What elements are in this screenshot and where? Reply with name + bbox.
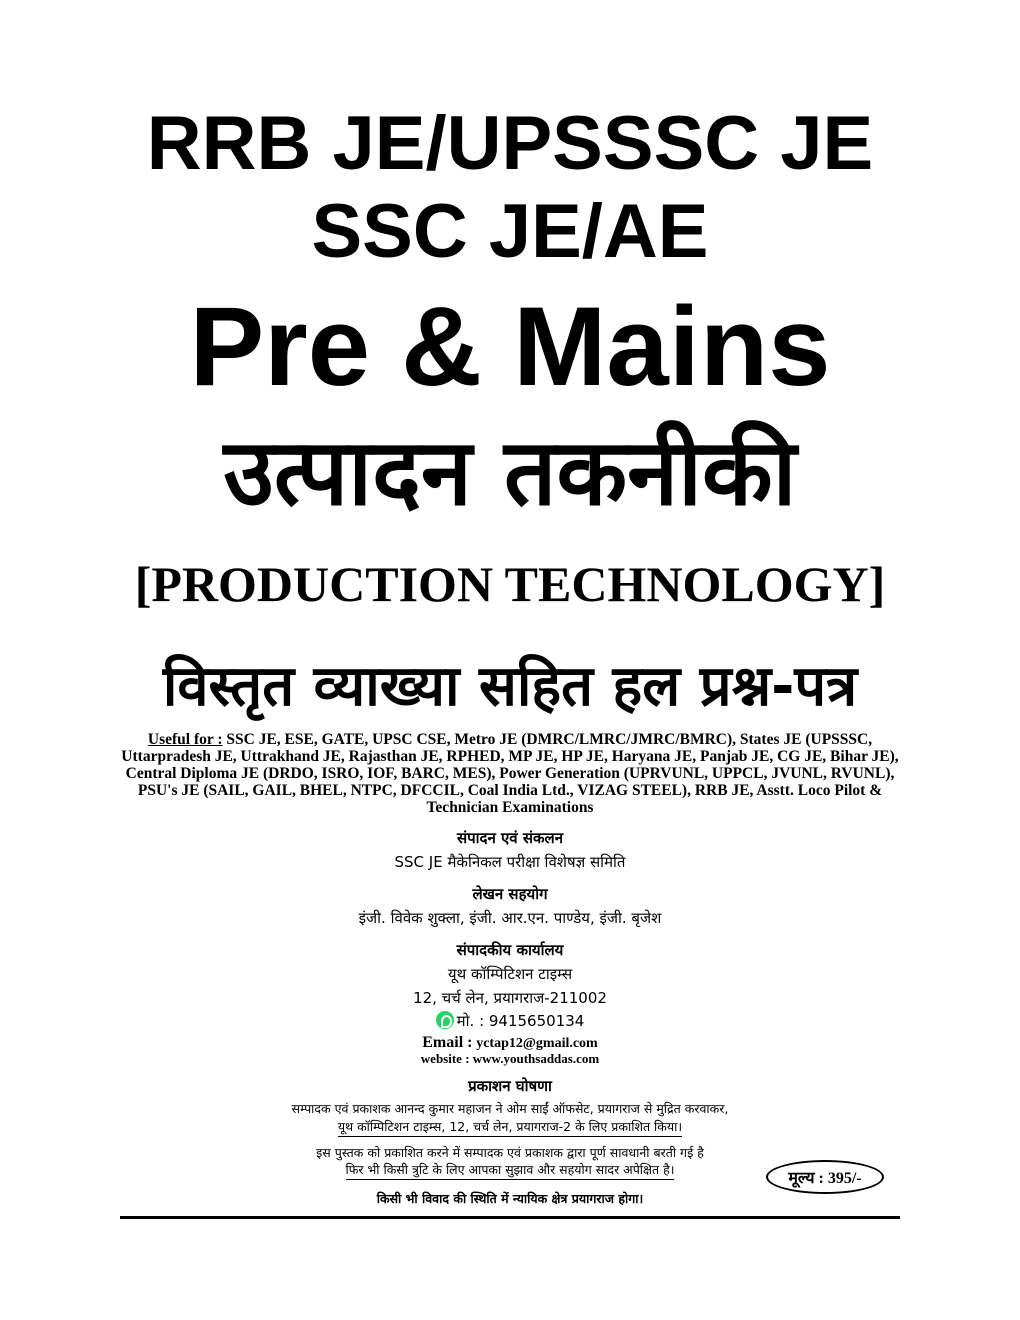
useful-for-paragraph: Useful for : SSC JE, ESE, GATE, UPSC CSE…	[118, 731, 902, 816]
office-name: यूथ कॉम्पिटिशन टाइम्स	[447, 965, 573, 983]
hindi-subject-title: उत्पादन तकनीकी	[223, 419, 797, 526]
publication-line-3: इस पुस्तक को प्रकाशित करने में सम्पादक ए…	[316, 1145, 704, 1160]
office-phone: मो. : 9415650134	[456, 1012, 585, 1030]
bottom-rule	[120, 1216, 900, 1219]
price-badge: मूल्य : 395/-	[766, 1160, 884, 1194]
english-subject-title: [PRODUCTION TECHNOLOGY]	[134, 556, 886, 612]
publication-line-4: फिर भी किसी त्रुटि के लिए आपका सुझाव और …	[345, 1161, 675, 1180]
exam-title-line-2: SSC JE/AE	[311, 189, 709, 274]
publication-line-2: यूथ कॉम्पिटिशन टाइम्स, 12, चर्च लेन, प्र…	[337, 1118, 683, 1137]
useful-for-label: Useful for :	[147, 731, 223, 748]
office-website: website : www.youthsaddas.com	[420, 1051, 600, 1066]
pre-mains-title: Pre & Mains	[189, 284, 831, 409]
office-phone-row: मो. : 9415650134	[0, 1011, 1020, 1031]
useful-for-text: SSC JE, ESE, GATE, UPSC CSE, Metro JE (D…	[121, 731, 899, 816]
office-address: 12, चर्च लेन, प्रयागराज-211002	[413, 989, 607, 1007]
solved-papers-title: विस्तृत व्याख्या सहित हल प्रश्न-पत्र	[162, 654, 858, 719]
exam-title-line-1: RRB JE/UPSSSC JE	[146, 101, 874, 186]
editing-heading: संपादन एवं संकलन	[456, 829, 564, 847]
email-label: Email :	[422, 1034, 473, 1051]
whatsapp-icon	[435, 1011, 454, 1029]
office-email-row: Email : yctap12@gmail.com	[0, 1034, 1020, 1052]
publication-line-1: सम्पादक एवं प्रकाशक आनन्द कुमार महाजन ने…	[291, 1101, 729, 1116]
editing-text: SSC JE मैकेनिकल परीक्षा विशेषज्ञ समिति	[394, 853, 626, 871]
publication-line-4-wrap: फिर भी किसी त्रुटि के लिए आपका सुझाव और …	[0, 1161, 1020, 1180]
writing-text: इंजी. विवेक शुक्ला, इंजी. आर.एन. पाण्डेय…	[358, 909, 662, 927]
email-address: yctap12@gmail.com	[476, 1036, 598, 1051]
publication-line-2-wrap: यूथ कॉम्पिटिशन टाइम्स, 12, चर्च लेन, प्र…	[0, 1118, 1020, 1137]
office-heading: संपादकीय कार्यालय	[456, 941, 564, 959]
writing-heading: लेखन सहयोग	[472, 885, 548, 903]
jurisdiction-note: किसी भी विवाद की स्थिति में न्यायिक क्षे…	[376, 1191, 644, 1206]
publication-heading: प्रकाशन घोषणा	[468, 1077, 552, 1095]
